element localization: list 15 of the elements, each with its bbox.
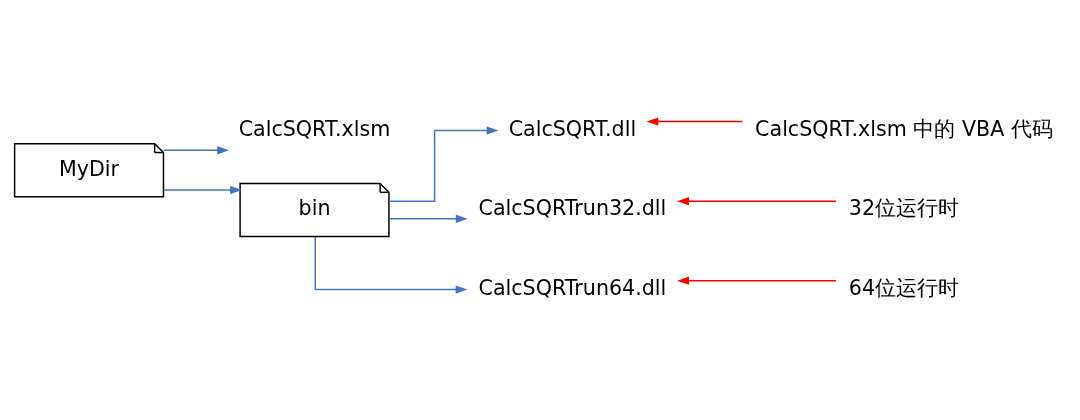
node-text: CalcSQRTrun64.dll: [478, 276, 667, 301]
node-text: 32位运行时: [848, 196, 960, 221]
node-text: CalcSQRT.dll: [508, 116, 637, 141]
arrow: [314, 236, 468, 294]
arrow: [388, 126, 499, 202]
node-text: 64位运行时: [848, 276, 960, 301]
node-text: CalcSQRT.xlsm 中的 VBA 代码: [755, 116, 1053, 141]
arrow: [388, 214, 468, 223]
arrow: [162, 146, 230, 155]
node-text: CalcSQRTrun32.dll: [478, 196, 667, 221]
arrow: [162, 185, 242, 195]
arrow: [646, 117, 744, 126]
arrow: [677, 197, 837, 206]
arrow: [677, 276, 837, 285]
node-text: CalcSQRT.xlsm: [238, 116, 391, 141]
